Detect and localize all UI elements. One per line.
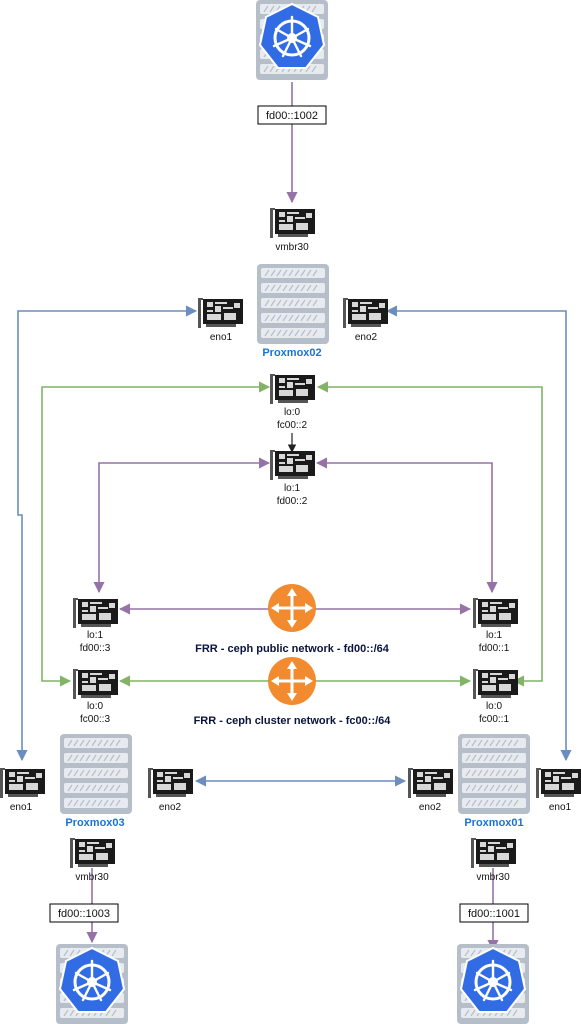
- proxmox01-name: Proxmox01: [464, 817, 523, 829]
- edge-lo0-p02-p03: [41, 381, 271, 687]
- proxmox01-eno1-label: eno1: [549, 802, 572, 813]
- frr-public-router: FRR - ceph public network - fd00::/64: [195, 582, 390, 655]
- proxmox03-lo1-addr: fd00::3: [80, 643, 111, 654]
- proxmox02-lo1: lo:1 fd00::2: [270, 450, 315, 507]
- frr-cluster-label: FRR - ceph cluster network - fc00::/64: [194, 715, 392, 727]
- proxmox03-eno1-label: eno1: [10, 802, 33, 813]
- proxmox02-name: Proxmox02: [262, 347, 321, 359]
- kubernetes-node-bottom-left: [56, 944, 128, 1024]
- kubernetes-node-bottom-right: [457, 944, 529, 1024]
- proxmox03-name: Proxmox03: [65, 817, 124, 829]
- router-icon: [266, 582, 318, 634]
- address-box-bottom-right: fd00::1001: [459, 903, 529, 923]
- proxmox02-eno2-label: eno2: [355, 332, 378, 343]
- nic-icon: [0, 768, 45, 798]
- nic-icon: [473, 669, 518, 699]
- edge-lo0-p02-p01: [316, 381, 543, 687]
- proxmox01-vmbr-label: vmbr30: [476, 872, 510, 883]
- edge-eno1-p02-p03: [16, 305, 198, 762]
- proxmox03-server: Proxmox03: [59, 733, 133, 829]
- server-icon: [59, 733, 133, 815]
- nic-icon: [70, 838, 115, 868]
- proxmox01-eno1: eno1: [536, 768, 581, 813]
- router-icon: [266, 655, 318, 707]
- kubernetes-icon: [457, 944, 529, 1024]
- proxmox03-eno2-label: eno2: [159, 802, 182, 813]
- proxmox02-eno1-label: eno1: [210, 332, 233, 343]
- address-bottom-right: fd00::1001: [468, 908, 520, 920]
- edge-eno2-p02-eno1-p01: [385, 305, 572, 762]
- proxmox02-server: Proxmox02: [256, 263, 330, 359]
- proxmox02-lo1-name: lo:1: [284, 483, 301, 494]
- server-icon: [457, 733, 531, 815]
- kubernetes-icon: [56, 944, 128, 1024]
- proxmox01-vmbr: vmbr30: [471, 838, 516, 883]
- proxmox03-lo1: lo:1 fd00::3: [73, 598, 118, 654]
- proxmox02-lo0: lo:0 fc00::2: [270, 374, 315, 431]
- nic-icon: [408, 768, 453, 798]
- proxmox01-lo0: lo:0 fc00::1: [473, 669, 518, 725]
- address-top: fd00::1002: [266, 110, 318, 122]
- proxmox02-vmbr: vmbr30: [270, 208, 315, 253]
- nic-icon: [270, 208, 315, 238]
- proxmox03-vmbr-label: vmbr30: [75, 872, 109, 883]
- proxmox01-lo1-addr: fd00::1: [479, 643, 510, 654]
- frr-cluster-router: FRR - ceph cluster network - fc00::/64: [194, 655, 392, 727]
- frr-public-label: FRR - ceph public network - fd00::/64: [195, 643, 390, 655]
- proxmox02-eno1: eno1: [198, 298, 243, 343]
- address-bottom-left: fd00::1003: [58, 908, 110, 920]
- nic-icon: [471, 838, 516, 868]
- kubernetes-icon: [256, 0, 328, 80]
- proxmox02-lo0-addr: fc00::2: [277, 420, 307, 431]
- proxmox01-lo0-addr: fc00::1: [479, 714, 509, 725]
- nic-icon: [536, 768, 581, 798]
- nic-icon: [148, 768, 193, 798]
- proxmox01-eno2: eno2: [408, 768, 453, 813]
- proxmox01-eno2-label: eno2: [419, 802, 442, 813]
- proxmox03-eno2: eno2: [148, 768, 193, 813]
- nic-icon: [73, 598, 118, 628]
- edge-lo1-p02-p01: [315, 457, 498, 594]
- nic-icon: [73, 669, 118, 699]
- proxmox02-eno2: eno2: [343, 298, 388, 343]
- address-box-bottom-left: fd00::1003: [49, 903, 119, 923]
- server-icon: [256, 263, 330, 345]
- proxmox03-lo1-name: lo:1: [87, 630, 104, 641]
- proxmox01-lo1-name: lo:1: [486, 630, 503, 641]
- nic-icon: [343, 298, 388, 328]
- edge-lo1-p02-p03: [93, 457, 271, 594]
- nic-icon: [198, 298, 243, 328]
- proxmox02-vmbr-label: vmbr30: [275, 242, 309, 253]
- proxmox02-lo1-addr: fd00::2: [277, 496, 308, 507]
- proxmox03-lo0-addr: fc00::3: [80, 714, 110, 725]
- nic-icon: [473, 598, 518, 628]
- nic-icon: [270, 450, 315, 480]
- proxmox02-lo0-name: lo:0: [284, 407, 301, 418]
- proxmox03-eno1: eno1: [0, 768, 45, 813]
- address-box-top: fd00::1002: [257, 105, 327, 125]
- proxmox03-vmbr: vmbr30: [70, 838, 115, 883]
- kubernetes-node-top: [256, 0, 328, 80]
- proxmox03-lo0: lo:0 fc00::3: [73, 669, 118, 725]
- proxmox01-lo1: lo:1 fd00::1: [473, 598, 518, 654]
- proxmox03-lo0-name: lo:0: [87, 701, 104, 712]
- nic-icon: [270, 374, 315, 404]
- proxmox01-server: Proxmox01: [457, 733, 531, 829]
- proxmox01-lo0-name: lo:0: [486, 701, 503, 712]
